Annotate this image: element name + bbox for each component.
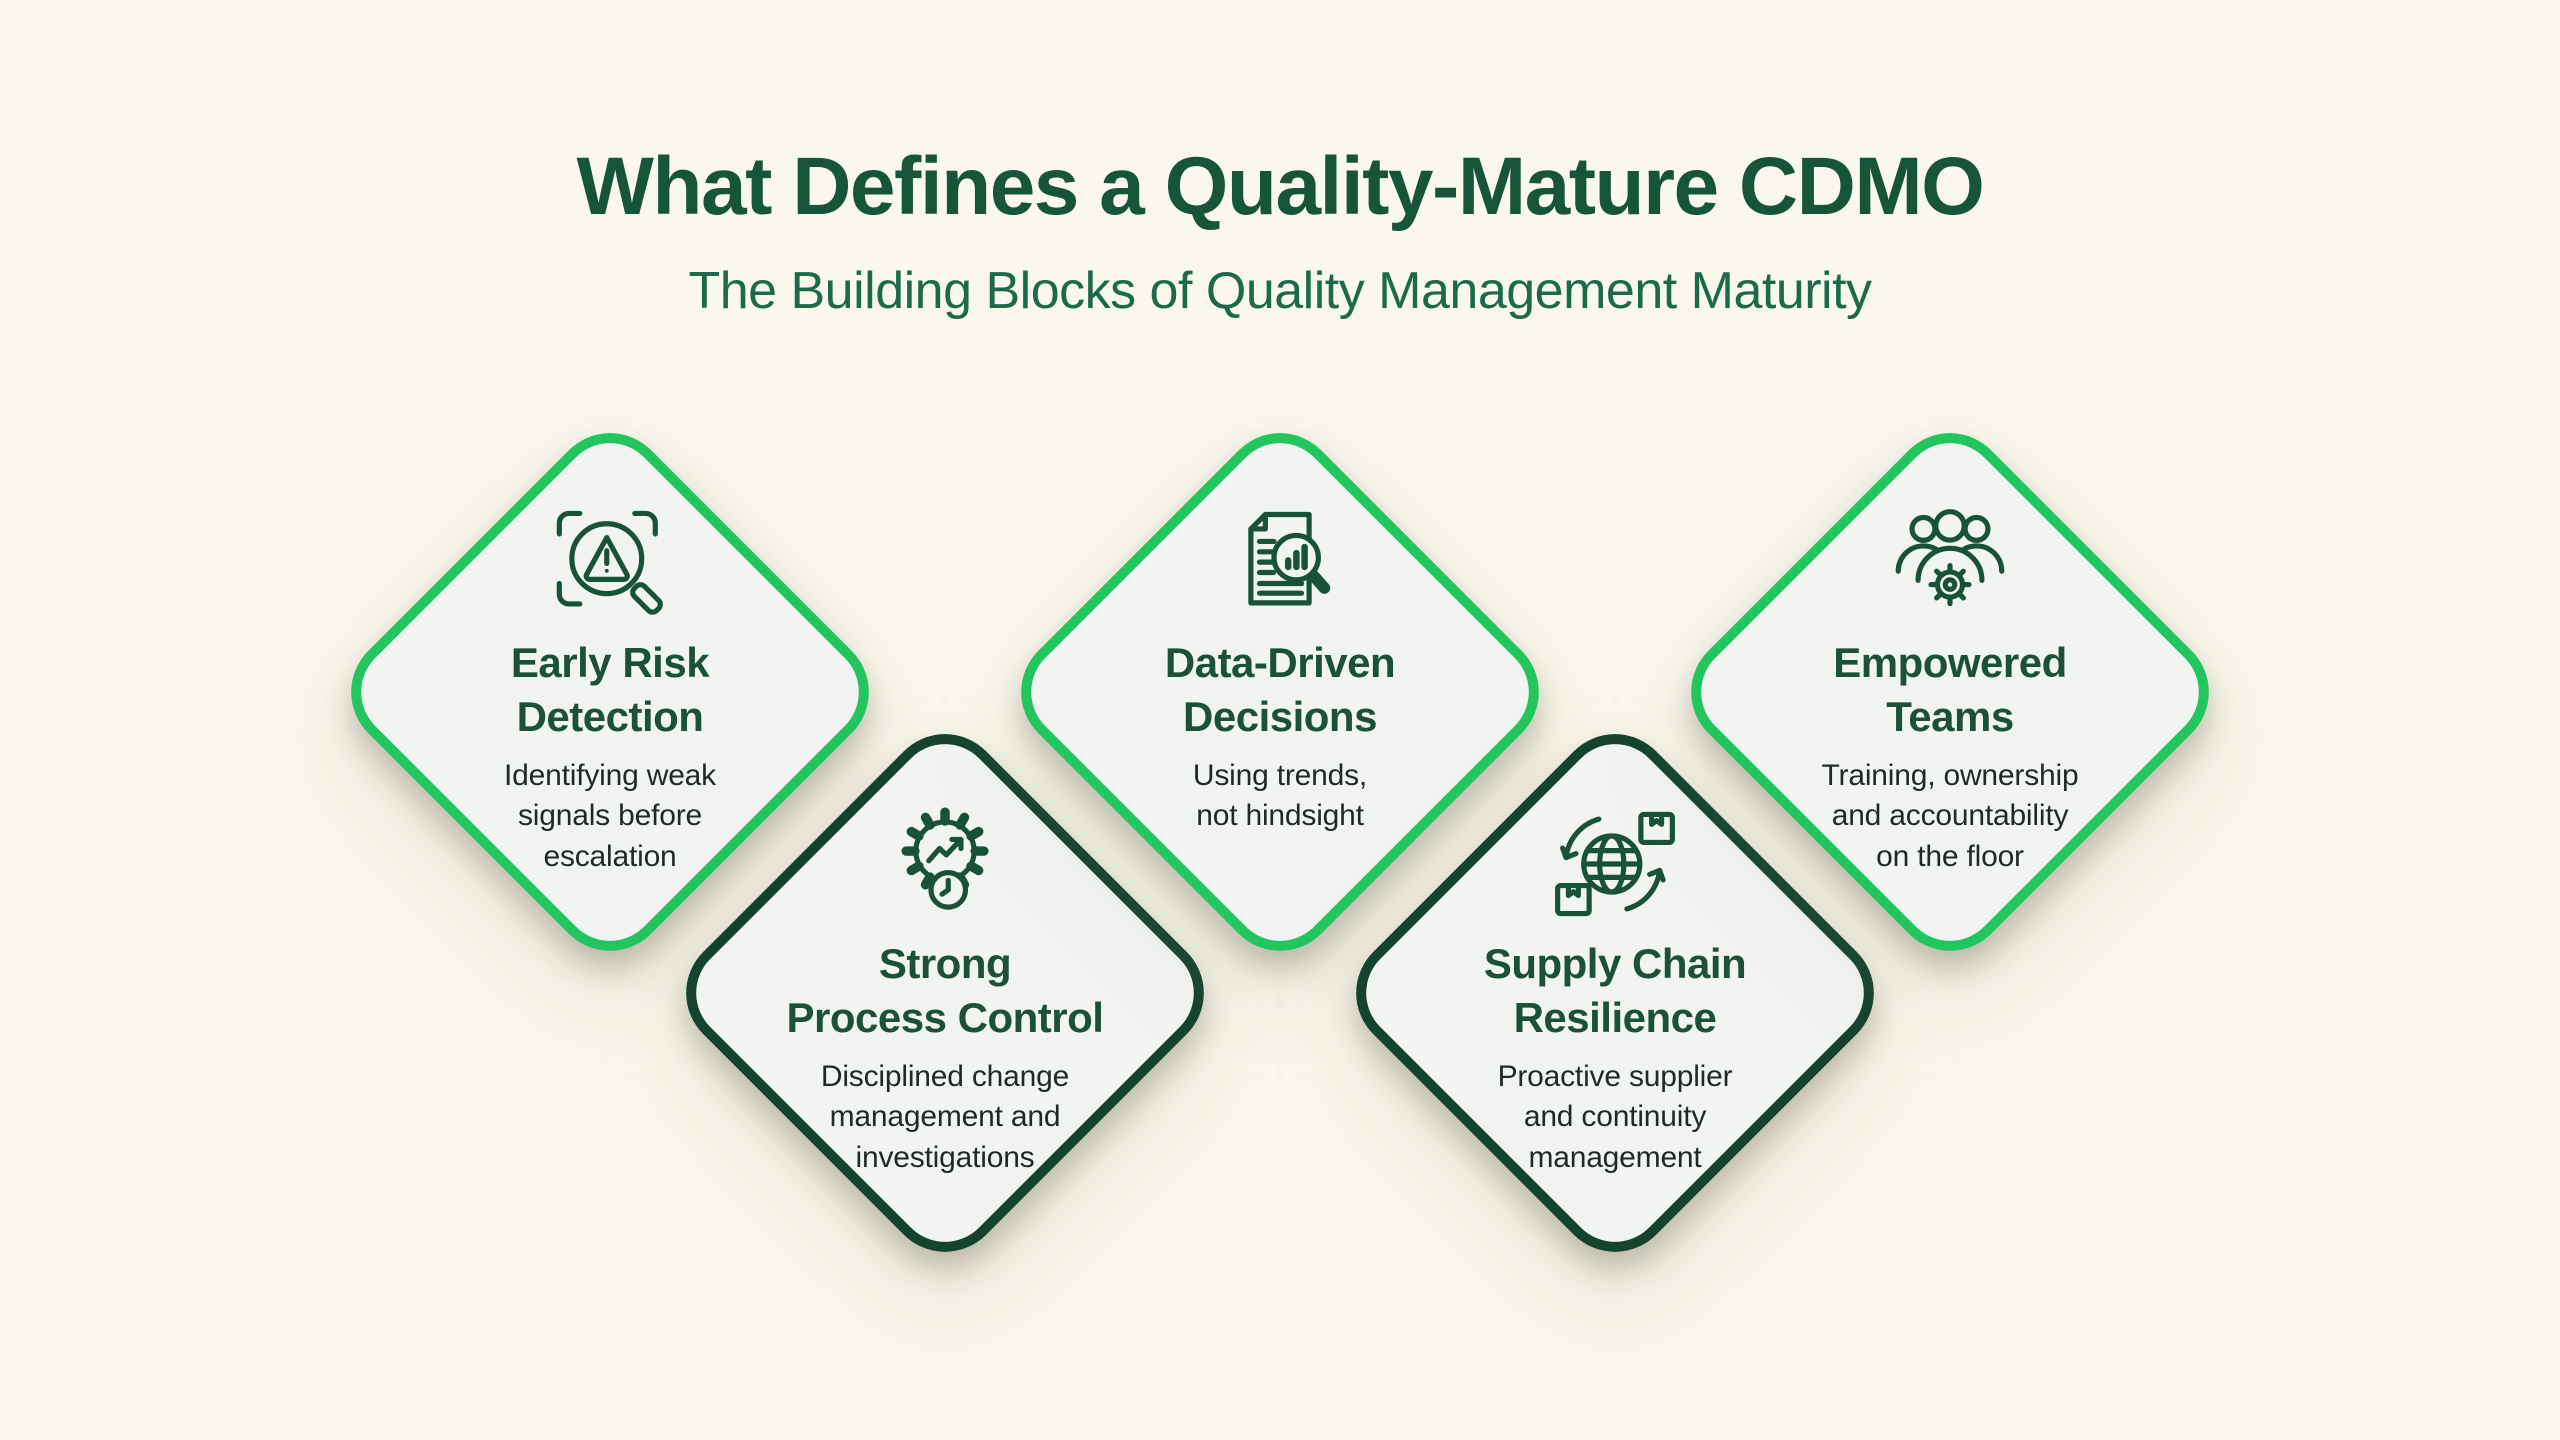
- card-strong-process-control: Strong Process Control Disciplined chang…: [662, 710, 1228, 1276]
- card-content: Strong Process Control Disciplined chang…: [685, 793, 1205, 1273]
- header: What Defines a Quality-Mature CDMO The B…: [0, 138, 2560, 322]
- card-supply-chain-resilience: Supply Chain Resilience Proactive suppli…: [1332, 710, 1898, 1276]
- card-title: Supply Chain Resilience: [1483, 940, 1747, 1041]
- document-analysis-icon: [1248, 511, 1331, 606]
- card-title: Early Risk Detection: [510, 639, 710, 740]
- card-data-driven-decisions: Data-Driven Decisions Using trends, not …: [997, 409, 1563, 975]
- risk-scan-icon: [556, 510, 663, 615]
- card-description: Using trends, not hindsight: [1192, 758, 1368, 833]
- card-content: Empowered Teams Training, ownership and …: [1690, 492, 2210, 972]
- process-gear-icon: [901, 807, 989, 910]
- card-description: Identifying weak signals before escalati…: [504, 758, 716, 874]
- card-title: Empowered Teams: [1833, 639, 2067, 740]
- page-subtitle: The Building Blocks of Quality Managemen…: [688, 262, 1872, 321]
- card-content: Data-Driven Decisions Using trends, not …: [1020, 492, 1540, 972]
- card-description: Disciplined change management and invest…: [820, 1059, 1070, 1175]
- card-content: Supply Chain Resilience Proactive suppli…: [1355, 793, 1875, 1273]
- page-title: What Defines a Quality-Mature CDMO: [576, 141, 1985, 232]
- card-title: Data-Driven Decisions: [1164, 639, 1396, 740]
- card-content: Early Risk Detection Identifying weak si…: [350, 492, 870, 972]
- card-empowered-teams: Empowered Teams Training, ownership and …: [1667, 409, 2233, 975]
- card-description: Training, ownership and accountability o…: [1821, 758, 2079, 874]
- card-description: Proactive supplier and continuity manage…: [1497, 1059, 1733, 1175]
- globe-logistics-icon: [1555, 811, 1675, 917]
- card-early-risk-detection: Early Risk Detection Identifying weak si…: [327, 409, 893, 975]
- team-gear-icon: [1895, 509, 2005, 607]
- card-title: Strong Process Control: [786, 940, 1104, 1041]
